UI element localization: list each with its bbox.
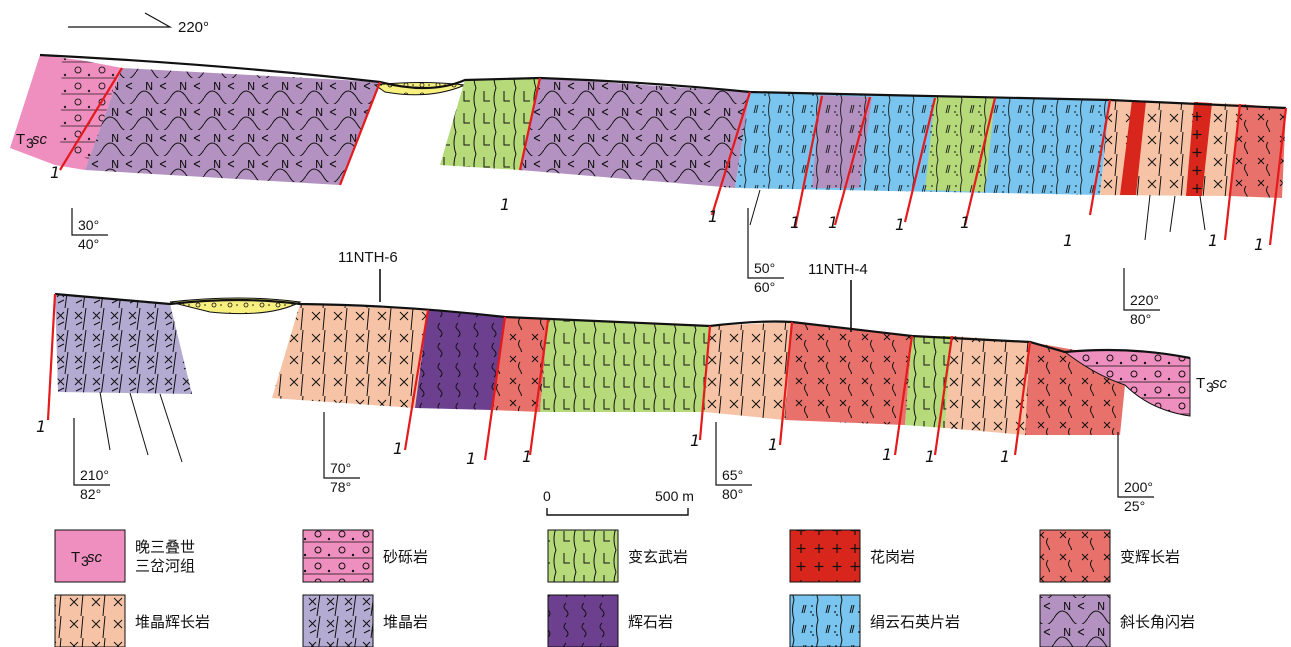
svg-text:1: 1 <box>882 445 892 464</box>
legend-label: 堆晶辉长岩 <box>135 613 210 631</box>
legend-label: 辉石岩 <box>628 613 673 631</box>
attitude-marker: 30°40° <box>72 208 108 252</box>
attitude-marker: 50°60° <box>748 208 784 295</box>
attitude-marker: 220° 80° <box>1124 268 1160 327</box>
legend-item-pyroxenite: 辉石岩 <box>548 595 673 647</box>
scale-bar: 0 500 m <box>543 488 694 515</box>
scale-end: 500 m <box>655 488 694 504</box>
svg-text:1: 1 <box>895 215 905 234</box>
legend-label: 花岗岩 <box>870 548 915 566</box>
svg-text:T: T <box>1196 375 1205 392</box>
svg-text:T: T <box>16 131 25 148</box>
attitude-bottom: 82° <box>80 486 101 502</box>
formation-label-lower: T 3 sc <box>1196 375 1228 395</box>
legend-item-amphibolite: 斜长角闪岩 <box>1040 595 1195 647</box>
legend-label: 变玄武岩 <box>628 548 688 566</box>
legend-item-granite: 花岗岩 <box>790 530 915 582</box>
legend-label: 堆晶岩 <box>383 613 428 631</box>
legend-item-metabasalt: 变玄武岩 <box>548 530 688 582</box>
legend-label: 绢云石英片岩 <box>870 613 960 631</box>
legend-label: 变辉长岩 <box>1120 548 1180 566</box>
attitude-bottom: 80° <box>722 486 743 502</box>
attitude-marker: 65°80° <box>716 422 752 502</box>
svg-text:1: 1 <box>828 213 838 232</box>
attitude-top: 210° <box>80 467 109 483</box>
attitude-top: 220° <box>1130 292 1159 308</box>
svg-text:1: 1 <box>1000 447 1010 466</box>
svg-text:1: 1 <box>36 417 46 436</box>
svg-text:1: 1 <box>50 163 60 182</box>
svg-text:1: 1 <box>522 447 532 466</box>
legend-item-sericite-schist: 绢云石英片岩 <box>790 595 960 647</box>
svg-text:sc: sc <box>32 131 48 148</box>
svg-text:1: 1 <box>1063 231 1073 250</box>
scale-start: 0 <box>543 488 551 504</box>
legend-label-2: 三岔河组 <box>135 557 195 575</box>
legend-label: 砂砾岩 <box>383 548 428 566</box>
svg-text:sc: sc <box>1212 375 1228 392</box>
svg-text:1: 1 <box>500 195 510 214</box>
attitude-marker: 70°78° <box>324 412 360 495</box>
svg-text:sc: sc <box>87 549 103 566</box>
attitude-bottom: 80° <box>1130 311 1151 327</box>
legend-label: 晚三叠世 <box>135 538 195 556</box>
svg-text:1: 1 <box>393 439 403 458</box>
attitude-bottom: 78° <box>330 479 351 495</box>
attitude-top: 30° <box>78 217 99 233</box>
svg-text:1: 1 <box>466 449 476 468</box>
lower-section <box>48 269 1190 462</box>
attitude-bottom: 25° <box>1124 498 1145 514</box>
upper-section <box>10 55 1286 245</box>
svg-text:1: 1 <box>768 435 778 454</box>
svg-text:1: 1 <box>1208 231 1218 250</box>
attitude-top: 70° <box>330 460 351 476</box>
sample-label-2: 11NTH-4 <box>808 261 868 278</box>
svg-text:1: 1 <box>790 213 800 232</box>
attitude-bottom: 60° <box>754 279 775 295</box>
attitude-marker: 200° 25° <box>1118 432 1154 514</box>
attitude-bottom: 40° <box>78 236 99 252</box>
legend-label: 斜长角闪岩 <box>1120 613 1195 631</box>
sample-label-1: 11NTH-6 <box>338 249 398 266</box>
svg-text:1: 1 <box>708 207 718 226</box>
svg-text:1: 1 <box>1254 235 1264 254</box>
legend-item-conglomerate: 砂砾岩 <box>303 530 428 582</box>
attitude-top: 65° <box>722 467 743 483</box>
svg-text:1: 1 <box>925 447 935 466</box>
legend-item-cumulate: 堆晶岩 <box>303 595 428 647</box>
legend-item-cumulate-gabbro: 堆晶辉长岩 <box>55 595 210 647</box>
legend-swatch-label: T <box>71 549 80 566</box>
direction-label: 220° <box>178 19 209 36</box>
svg-text:1: 1 <box>690 431 700 450</box>
legend-item-metagabbro: 变辉长岩 <box>1040 530 1180 582</box>
attitude-marker: 210° 82° <box>74 418 110 502</box>
svg-text:1: 1 <box>960 213 970 232</box>
attitude-top: 50° <box>754 260 775 276</box>
direction-arrow-icon <box>68 13 170 27</box>
attitude-top: 200° <box>1124 479 1153 495</box>
